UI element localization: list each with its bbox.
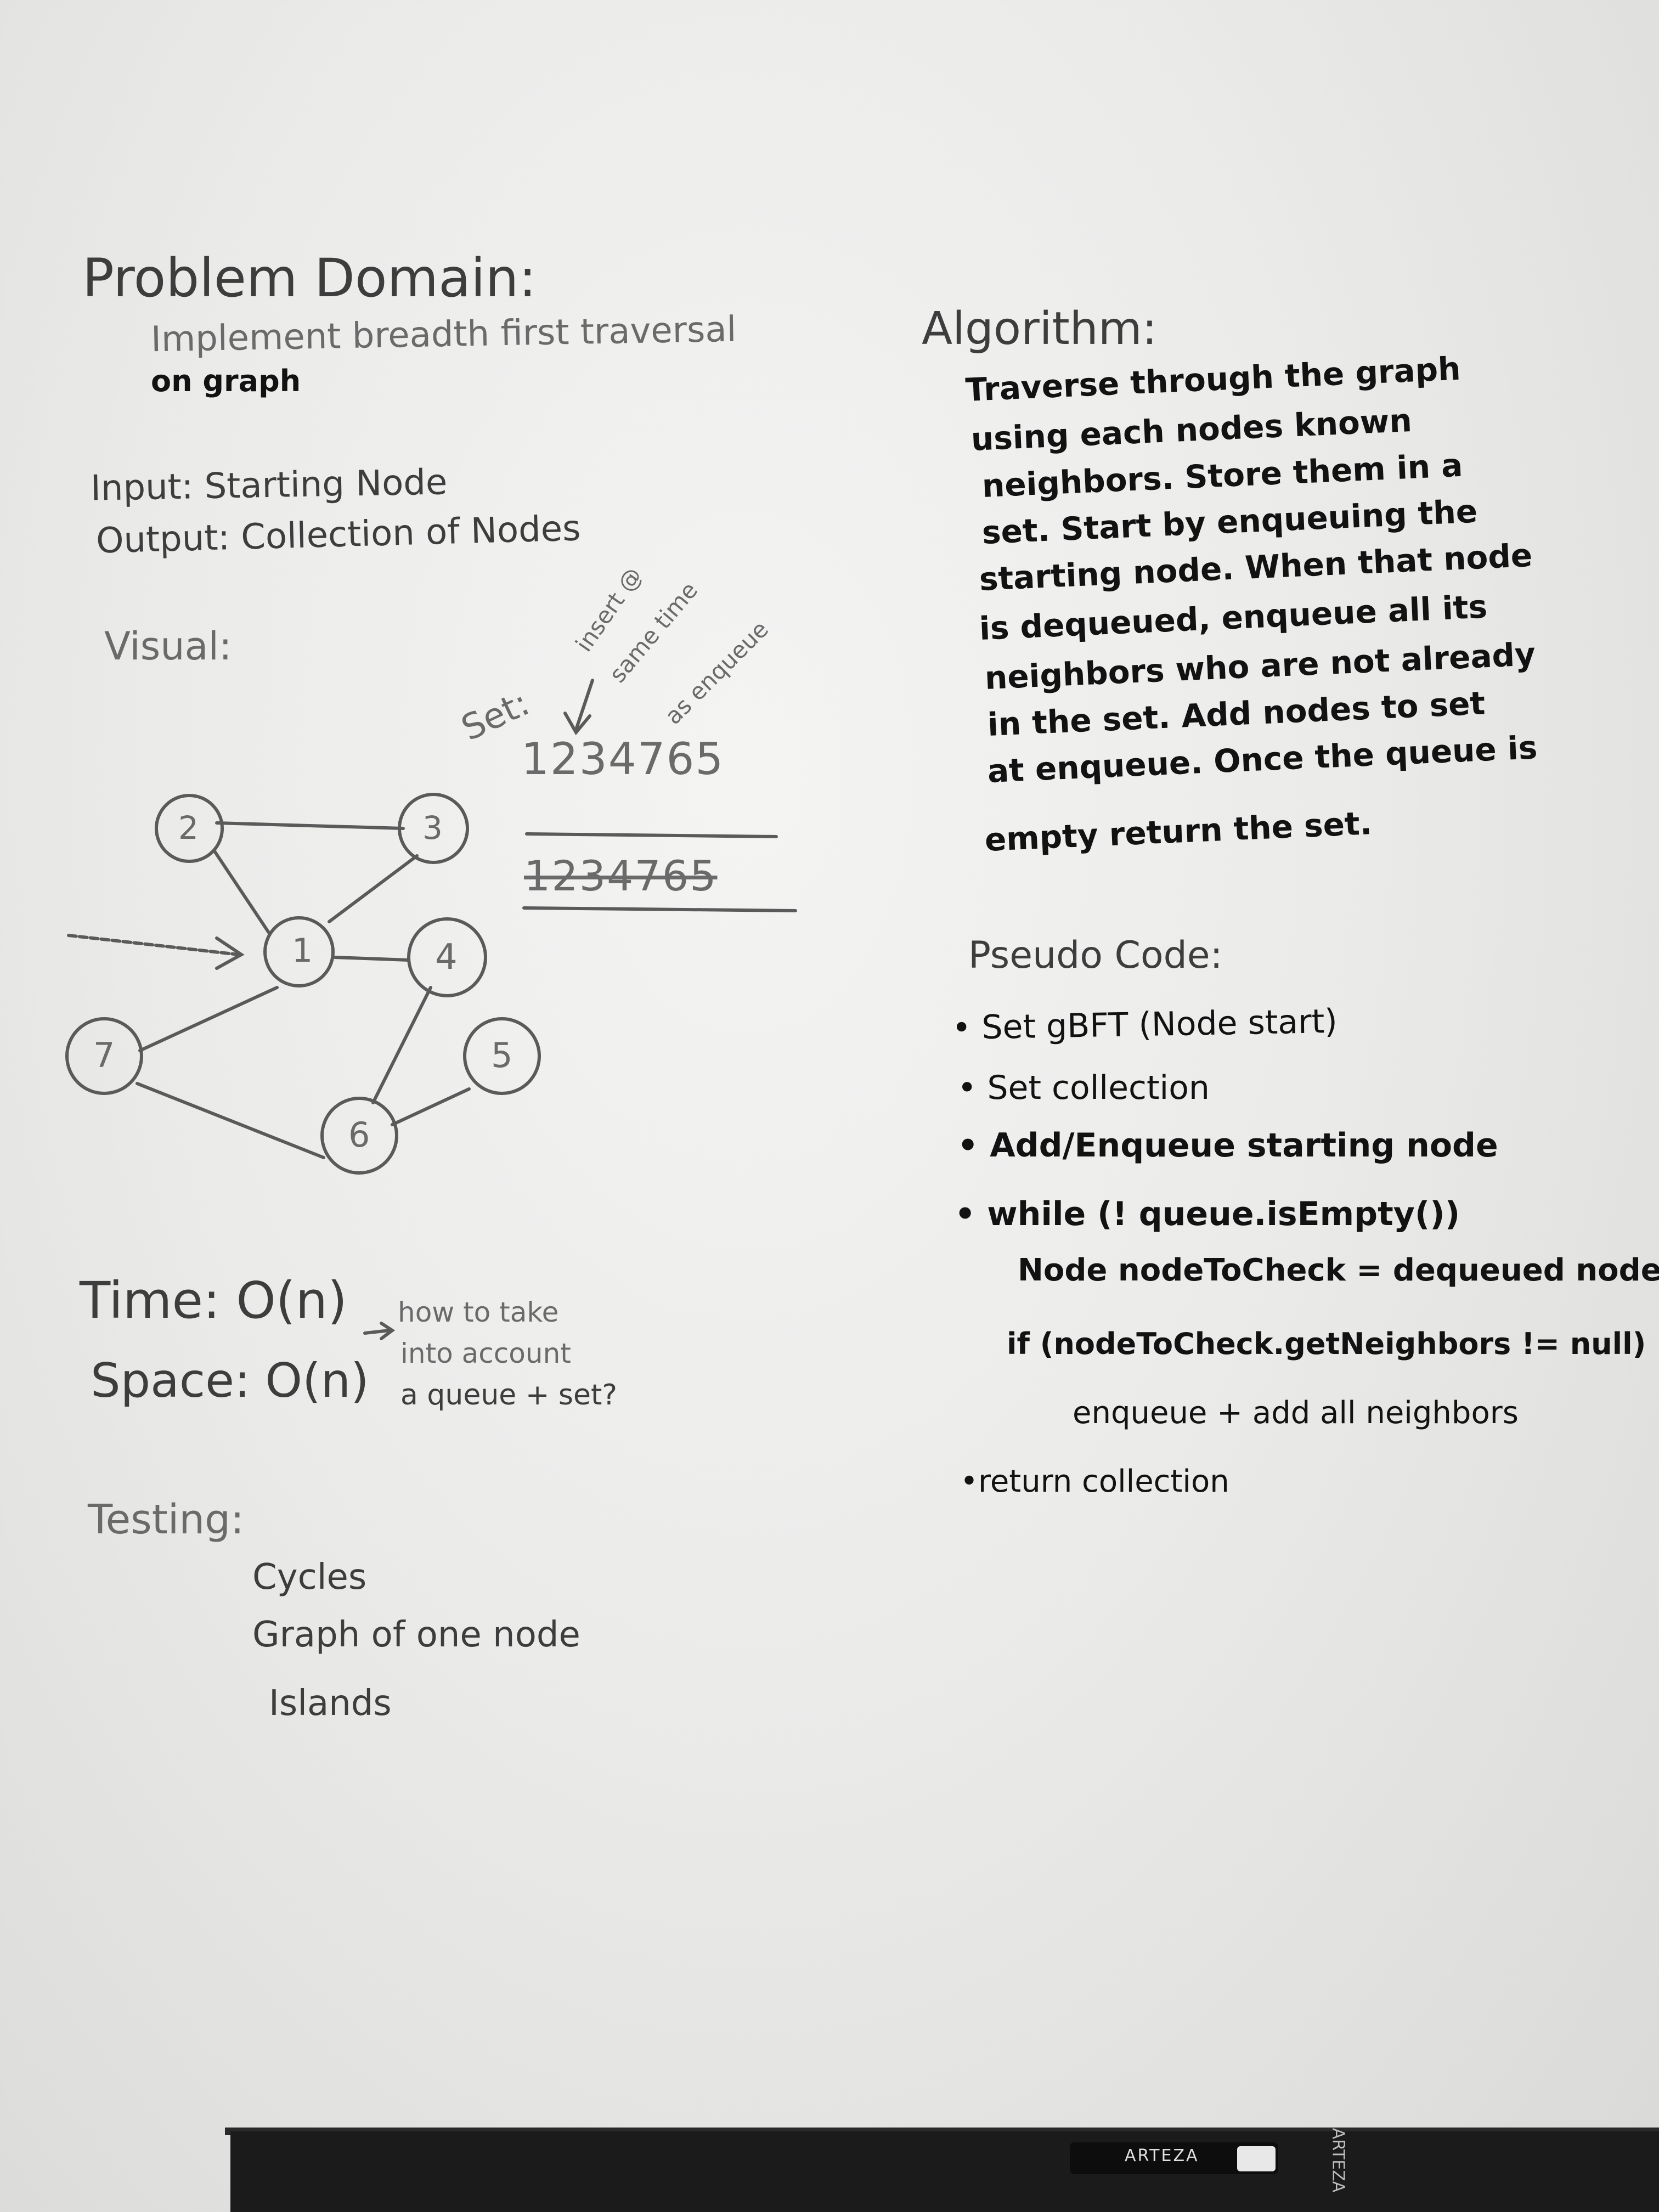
start-arrow: [67, 934, 240, 956]
start-arrow-head: [215, 936, 245, 970]
algorithm-title: Algorithm:: [922, 303, 1158, 355]
pseudo-line-7: enqueue + add all neighbors: [1073, 1395, 1519, 1431]
insert-note-arrow: [574, 679, 594, 731]
node-circle-5: [463, 1017, 541, 1095]
edge-2-3: [215, 821, 405, 830]
node-label-5: 5: [491, 1035, 513, 1075]
queue-values-crossed: 1234765: [524, 851, 718, 900]
node-circle-3: [398, 793, 469, 864]
pseudo-line-5: Node nodeToCheck = dequeued node;: [1018, 1252, 1659, 1288]
space-complexity: Space: O(n): [91, 1353, 369, 1408]
queue-underline: [522, 906, 797, 912]
edge-7-6: [136, 1082, 325, 1159]
node-circle-1: [263, 916, 335, 988]
edge-4-6: [371, 986, 432, 1104]
pseudo-line-3: • Add/Enqueue starting node: [957, 1126, 1498, 1165]
set-values: 1234765: [521, 733, 725, 785]
set-divider: [525, 832, 778, 838]
marker-cap: [1237, 2146, 1276, 2171]
time-complexity: Time: O(n): [80, 1271, 347, 1330]
testing-item-islands: Islands: [269, 1683, 392, 1724]
node-label-6: 6: [348, 1115, 370, 1155]
pseudo-line-2: • Set collection: [957, 1069, 1210, 1107]
testing-title: Testing:: [88, 1496, 245, 1543]
problem-domain-line-2: on graph: [151, 364, 301, 398]
node-circle-6: [320, 1097, 398, 1175]
marker-brand-side: ARTEZA: [1328, 2128, 1348, 2193]
edge-1-4: [333, 956, 410, 962]
node-label-4: 4: [435, 937, 458, 978]
visual-label: Visual:: [104, 624, 232, 669]
marker-tray: [230, 2131, 1659, 2212]
edge-2-1: [212, 849, 270, 934]
node-label-2: 2: [178, 809, 199, 847]
testing-item-cycles: Cycles: [252, 1557, 367, 1598]
pseudo-code-title: Pseudo Code:: [968, 934, 1223, 977]
pseudo-line-6: if (nodeToCheck.getNeighbors != null): [1007, 1327, 1646, 1361]
node-label-3: 3: [422, 809, 443, 847]
pseudo-line-4: • while (! queue.isEmpty()): [955, 1195, 1460, 1233]
node-circle-4: [407, 917, 487, 997]
node-circle-7: [65, 1017, 143, 1095]
complexity-note-2: into account: [400, 1338, 571, 1369]
node-label-7: 7: [93, 1035, 115, 1075]
node-label-1: 1: [292, 932, 313, 970]
edge-1-7: [138, 986, 279, 1052]
insert-note-arrow-head: [563, 712, 591, 736]
edge-3-1: [328, 854, 419, 923]
edge-5-6: [391, 1087, 471, 1126]
complexity-note-1: how to take: [398, 1296, 559, 1328]
testing-item-one-node: Graph of one node: [252, 1615, 580, 1655]
pseudo-line-8: •return collection: [960, 1464, 1229, 1499]
complexity-note-3: a queue + set?: [400, 1379, 618, 1412]
pseudo-line-1: • Set gBFT (Node start): [951, 1002, 1338, 1048]
marker-brand: ARTEZA: [1125, 2146, 1199, 2165]
problem-domain-title: Problem Domain:: [82, 247, 537, 309]
node-circle-2: [155, 794, 224, 863]
